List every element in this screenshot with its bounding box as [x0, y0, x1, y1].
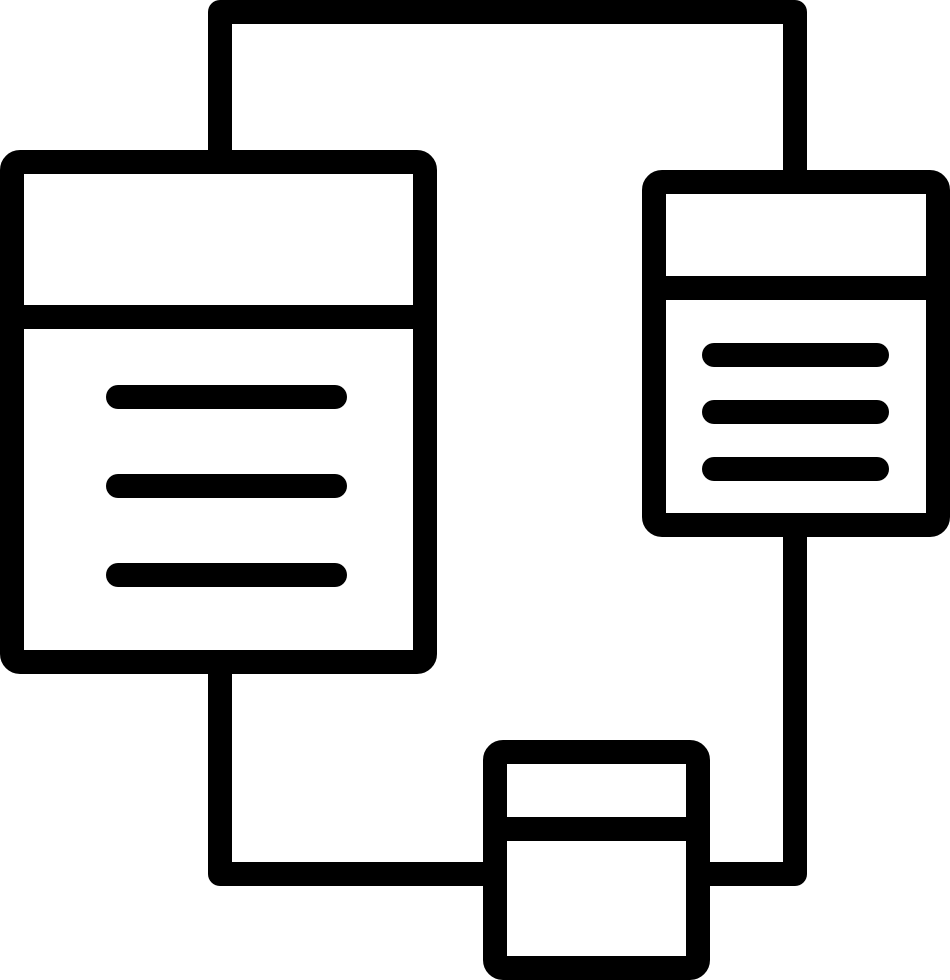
right-table: [642, 170, 950, 537]
left-table-frame: [0, 150, 437, 674]
connector-left-down: [208, 650, 507, 886]
connector-right-down: [686, 513, 807, 886]
bottom-table: [483, 740, 710, 980]
connector-top: [208, 0, 807, 194]
bottom-table-frame: [483, 740, 710, 980]
left-table: [0, 150, 437, 674]
